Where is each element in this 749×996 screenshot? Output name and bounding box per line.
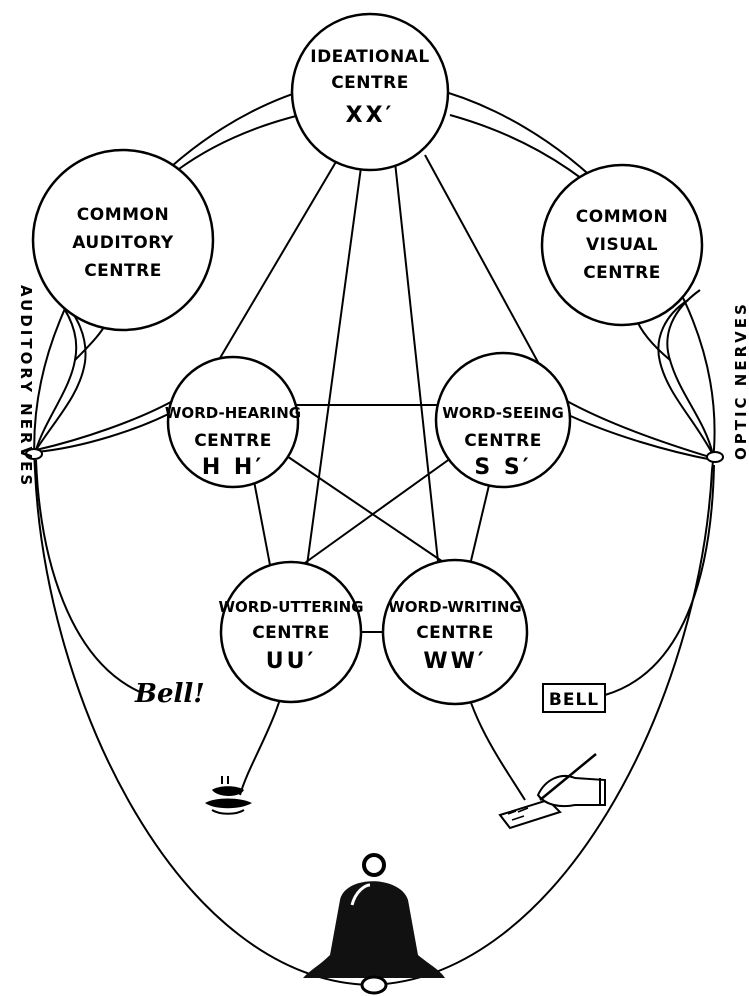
writing-centre-code: WW′ — [423, 649, 486, 674]
ideational-centre-code: XX′ — [346, 103, 395, 128]
ideational-centre-line1: IDEATIONAL — [310, 47, 429, 67]
common-auditory-centre: COMMON AUDITORY CENTRE — [31, 148, 215, 332]
writing-centre-line1: WORD-WRITING — [388, 598, 521, 616]
word-hearing-centre: WORD-HEARING CENTRE H H′ — [165, 355, 301, 489]
uttering-centre-line1: WORD-UTTERING — [218, 598, 363, 616]
word-writing-centre: WORD-WRITING CENTRE WW′ — [381, 558, 529, 706]
visual-centre-line2: VISUAL — [586, 235, 658, 255]
auditory-centre-line2: AUDITORY — [72, 233, 174, 253]
seeing-centre-code: S S′ — [474, 455, 531, 480]
auditory-centre-line1: COMMON — [77, 205, 169, 225]
auditory-nerves-label: AUDITORY NERVES — [17, 285, 35, 488]
writing-centre-line2: CENTRE — [416, 623, 494, 643]
optic-nerves-label: OPTIC NERVES — [732, 301, 749, 460]
uttering-centre-line2: CENTRE — [252, 623, 330, 643]
auditory-nerve-terminal — [25, 448, 43, 460]
common-visual-centre: COMMON VISUAL CENTRE — [540, 163, 704, 327]
auditory-nerve-branches — [35, 284, 181, 693]
mouth-nose-icon — [205, 776, 252, 815]
written-word-box: BELL — [542, 683, 606, 713]
spoken-word-label: Bell! — [134, 679, 205, 709]
ideational-centre: IDEATIONAL CENTRE XX′ — [290, 12, 450, 172]
auditory-centre-line3: CENTRE — [84, 261, 162, 281]
hearing-centre-line2: CENTRE — [194, 431, 272, 451]
visual-centre-line1: COMMON — [576, 207, 668, 227]
uttering-centre-code: UU′ — [266, 649, 317, 674]
bell-icon — [303, 853, 445, 995]
optic-nerve-terminal — [706, 451, 724, 463]
seeing-centre-line2: CENTRE — [464, 431, 542, 451]
seeing-centre-line1: WORD-SEEING — [442, 404, 564, 422]
word-uttering-centre: WORD-UTTERING CENTRE UU′ — [218, 560, 364, 704]
written-word-label: BELL — [549, 690, 599, 710]
ideational-centre-line2: CENTRE — [331, 73, 409, 93]
hearing-centre-line1: WORD-HEARING — [165, 404, 301, 422]
outer-outline — [33, 78, 716, 987]
hearing-centre-code: H H′ — [202, 455, 264, 480]
word-seeing-centre: WORD-SEEING CENTRE S S′ — [434, 351, 572, 489]
writing-hand-icon — [498, 753, 606, 830]
visual-centre-line3: CENTRE — [583, 263, 661, 283]
optic-nerve-branches — [561, 289, 715, 696]
